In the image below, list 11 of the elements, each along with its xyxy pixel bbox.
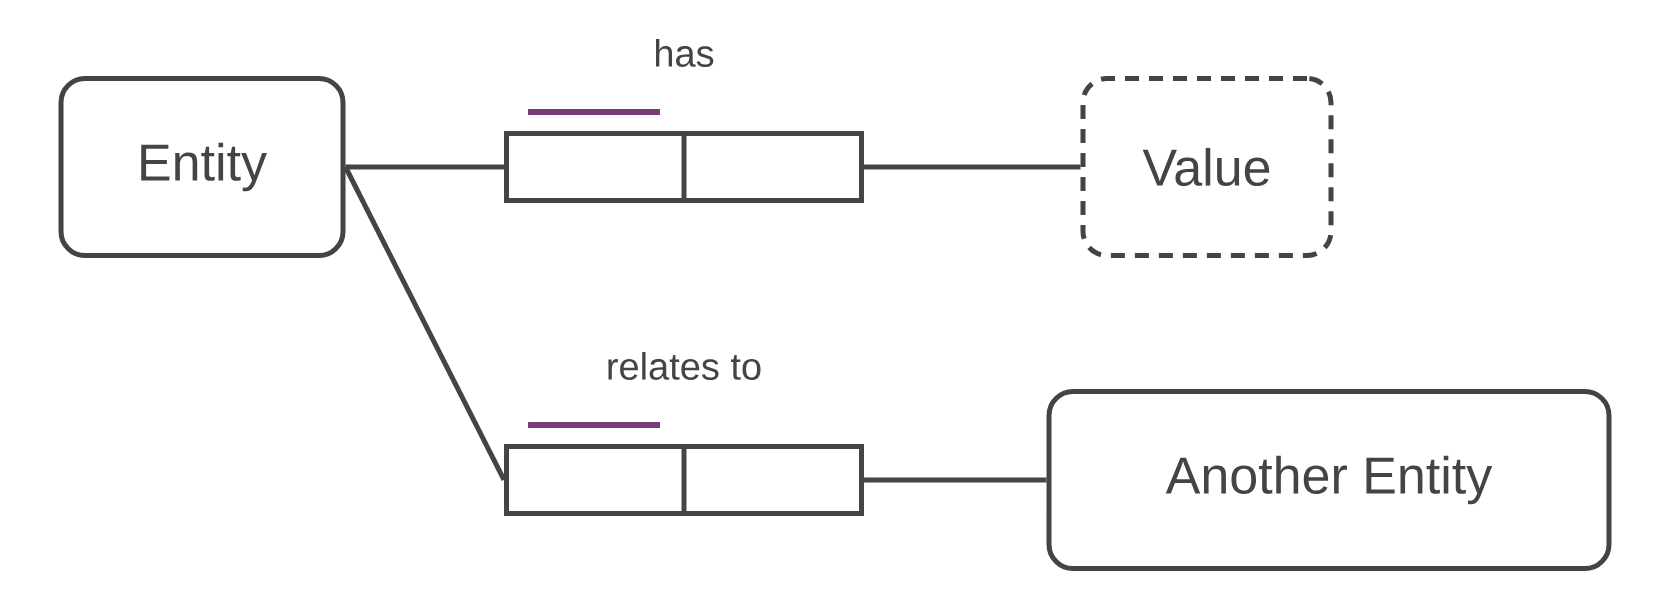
entity-box: Another Entity	[1046, 389, 1612, 571]
relationship-label: has	[656, 39, 714, 67]
entity-box: Entity	[58, 76, 346, 258]
relationship-box	[504, 131, 864, 203]
connector-line	[345, 164, 504, 170]
connector-line	[343, 165, 507, 482]
relationship-label: relates to	[608, 352, 761, 380]
connector-line	[864, 477, 1047, 483]
relationship-box	[504, 444, 864, 516]
connector-line	[864, 164, 1081, 170]
entity-box: Value	[1080, 76, 1334, 258]
